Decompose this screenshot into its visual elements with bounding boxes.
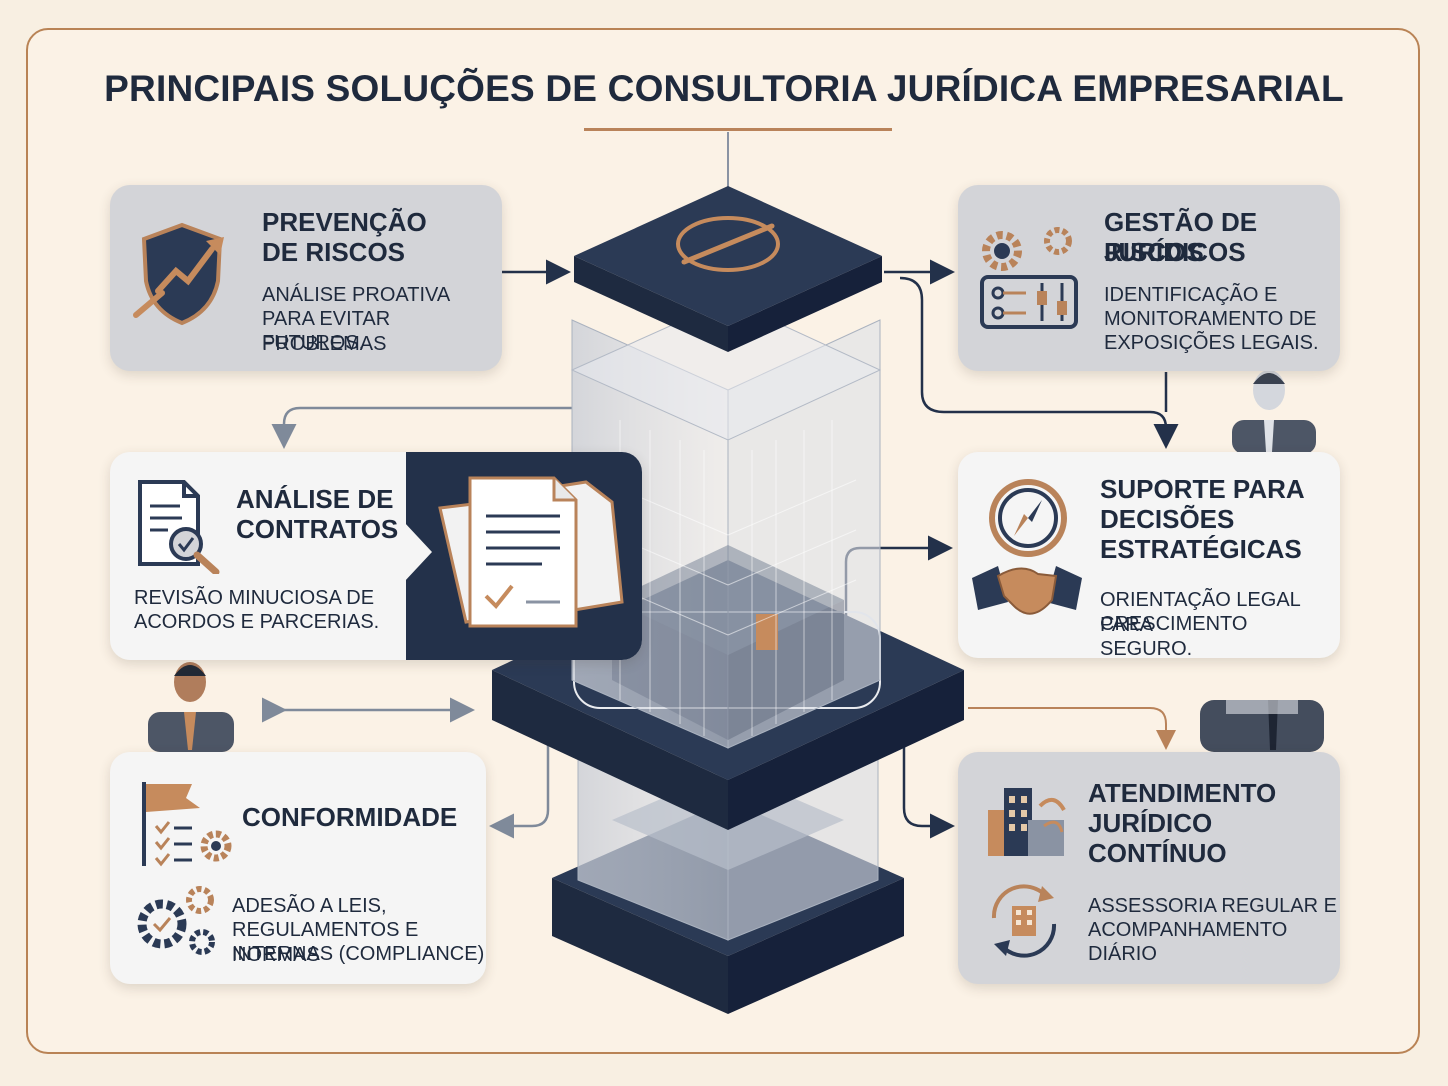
atendimento-desc-2: ACOMPANHAMENTO bbox=[1088, 919, 1288, 941]
atendimento-title-2: JURÍDICO bbox=[1088, 808, 1213, 838]
suporte-title-1: SUPORTE PARA bbox=[1100, 474, 1305, 504]
card-suporte-decisoes: SUPORTE PARA DECISÕES ESTRATÉGICAS ORIEN… bbox=[958, 452, 1340, 660]
suporte-title-2: DECISÕES bbox=[1100, 504, 1235, 534]
card-atendimento-continuo: ATENDIMENTO JURÍDICO CONTÍNUO ASSESSORIA… bbox=[958, 752, 1340, 984]
tower-logo-icon bbox=[676, 216, 780, 272]
contratos-desc-1: REVISÃO MINUCIOSA DE bbox=[134, 587, 375, 609]
suporte-desc-1: ORIENTAÇÃO LEGAL PARA bbox=[1100, 589, 1301, 636]
tower-top-slab bbox=[574, 186, 882, 352]
title-underline bbox=[584, 128, 892, 131]
tower-glass-shaft bbox=[570, 299, 882, 749]
flag-checklist-icon bbox=[142, 782, 232, 867]
conformidade-desc-1: ADESÃO A LEIS, bbox=[232, 895, 387, 917]
office-refresh-icon bbox=[991, 884, 1057, 958]
card-conformidade: CONFORMIDADE ADESÃO A LEIS, REGULAMENTOS… bbox=[110, 752, 486, 984]
contratos-desc-2: ACORDOS E PARCERIAS. bbox=[134, 611, 380, 633]
suporte-title-3: ESTRATÉGICAS bbox=[1100, 534, 1302, 564]
arrow-tower-to-conformidade bbox=[489, 736, 550, 839]
gestao-title-1: GESTÃO DE RISCOS bbox=[1104, 207, 1258, 267]
gestao-title-2: JURÍDICOS bbox=[1104, 237, 1246, 267]
contratos-title-2: CONTRATOS bbox=[236, 514, 399, 544]
conformidade-desc-3: INTERNAS (COMPLIANCE) bbox=[232, 943, 485, 965]
conformidade-desc-2: REGULAMENTOS E NORMAS bbox=[232, 919, 419, 966]
prevencao-desc-2: PARA EVITAR PROBLEMAS bbox=[262, 308, 391, 355]
person-icon-right-bottom bbox=[1200, 700, 1324, 752]
person-icon-right-top bbox=[1232, 370, 1316, 454]
gestao-desc-1: IDENTIFICAÇÃO E bbox=[1104, 284, 1278, 306]
gestao-desc-2: MONITORAMENTO DE bbox=[1104, 308, 1317, 330]
page-title: PRINCIPAIS SOLUÇÕES DE CONSULTORIA JURÍD… bbox=[104, 68, 1344, 109]
card-analise-de-contratos: ANÁLISE DE CONTRATOS REVISÃO MINUCIOSA D… bbox=[110, 452, 642, 660]
arrow-tower-to-contratos bbox=[271, 406, 572, 449]
gestao-desc-3: EXPOSIÇÕES LEGAIS. bbox=[1104, 332, 1319, 354]
card-gestao-de-riscos: GESTÃO DE RISCOS JURÍDICOS IDENTIFICAÇÃO… bbox=[958, 185, 1340, 371]
person-icon-left bbox=[148, 662, 234, 752]
gears-icon bbox=[137, 886, 215, 955]
arrow-tower-to-atendimento bbox=[902, 708, 955, 839]
atendimento-desc-1: ASSESSORIA REGULAR E bbox=[1088, 895, 1337, 917]
prevencao-desc-1: ANÁLISE PROATIVA bbox=[262, 284, 451, 306]
card-prevencao-de-riscos: PREVENÇÃO DE RISCOS ANÁLISE PROATIVA PAR… bbox=[110, 185, 502, 371]
panel-notch bbox=[404, 522, 432, 582]
suporte-desc-2: CRESCIMENTO SEGURO. bbox=[1100, 613, 1248, 660]
building-cycle-icon bbox=[988, 788, 1066, 856]
contract-documents-icon bbox=[438, 476, 624, 628]
atendimento-title-3: CONTÍNUO bbox=[1088, 838, 1227, 868]
atendimento-title-1: ATENDIMENTO bbox=[1088, 778, 1277, 808]
prevencao-title-1: PREVENÇÃO bbox=[262, 207, 427, 237]
arrow-copper-to-atendimento bbox=[968, 707, 1176, 750]
shield-growth-icon bbox=[133, 222, 224, 326]
prevencao-title-2: DE RISCOS bbox=[262, 237, 406, 267]
atendimento-desc-3: DIÁRIO bbox=[1088, 943, 1157, 965]
contratos-title-1: ANÁLISE DE bbox=[236, 484, 394, 514]
arrow-gestao-to-suporte bbox=[899, 276, 1179, 449]
gears-controls-icon bbox=[980, 227, 1078, 329]
document-magnifier-icon bbox=[138, 480, 220, 574]
prevencao-desc-3: FUTUROS. bbox=[262, 332, 365, 354]
compass-handshake-icon bbox=[972, 479, 1082, 615]
conformidade-title-1: CONFORMIDADE bbox=[242, 802, 458, 832]
